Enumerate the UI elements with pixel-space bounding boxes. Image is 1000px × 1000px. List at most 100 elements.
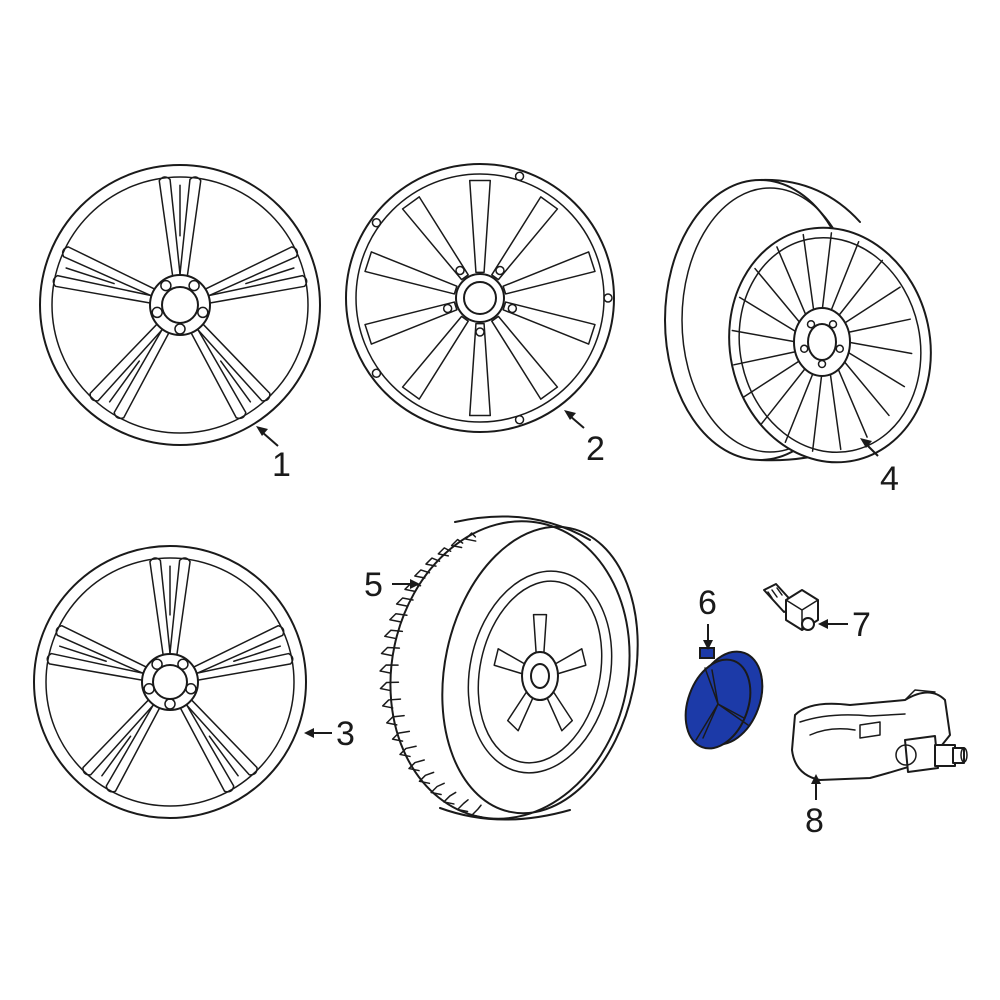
spoke-outline [190,328,247,420]
spoke-outline [52,274,153,304]
spoke-outline [502,251,596,295]
lug-hole [177,658,189,670]
spoke-groove [65,267,115,285]
spoke-groove [245,267,295,285]
spoke-outline [364,301,458,345]
spoke-groove [219,360,252,403]
tpms-sensor-icon [791,689,968,781]
callout-label-1: 1 [272,446,291,484]
lug-hole [442,303,453,314]
bolt-part-7[interactable] [763,583,819,631]
rim-rivet [514,171,525,182]
spoke-line [731,329,798,343]
spoke-line [754,267,803,326]
callout-label-2: 2 [586,430,605,468]
spoke-outline [196,323,271,402]
lug-hole [828,319,838,329]
spoke-outline [468,179,492,274]
spoke-outline [179,176,202,277]
callout-label-6: 6 [698,584,717,622]
spoke-outline [204,246,299,297]
callout-label-3: 3 [336,715,355,753]
tread-mark [386,714,405,726]
tread-mark [379,681,400,692]
lug-hole [475,327,485,337]
spoke-outline [491,196,559,281]
tread-mark [395,597,414,607]
spoke-outline [364,251,458,295]
spoke-line [760,365,808,425]
callout-label-4: 4 [880,460,899,498]
wheel-part-1[interactable] [39,164,321,446]
lug-hole [455,265,465,276]
lug-hole [164,698,176,710]
lug-hole [151,658,163,670]
lug-hole [835,344,845,354]
lug-hole [185,683,197,695]
tread-mark [379,664,399,674]
callout-2: 2 [564,410,605,468]
spoke-outline [502,301,596,345]
callout-label-5: 5 [364,566,383,604]
ten-spoke-alloy-wheel-icon [345,163,615,433]
spoke-line [846,341,913,355]
lug-hole [197,306,209,319]
lug-hole [151,306,163,319]
spoke-line [829,369,842,451]
spoke-outline [195,652,294,681]
tread-mark [430,782,445,796]
spoke-line [802,233,815,315]
callout-3: 3 [304,715,355,753]
lug-hole [174,323,186,335]
lug-hole [507,303,518,314]
spoke-outline [105,703,161,793]
callout-6: 6 [698,584,717,650]
spoke-groove [233,645,281,663]
spoke-line [829,240,860,315]
wheel-part-2[interactable] [345,163,615,433]
spoke-line [845,318,911,334]
spoke-line [738,296,799,334]
spoke-outline [82,699,155,776]
spoke-line [776,246,808,319]
spoke-line [784,369,815,444]
tire-part-5[interactable] [363,499,663,842]
lug-hole [817,359,827,369]
rim-rivet [514,414,525,425]
callout-1: 1 [256,426,291,484]
tread-mark [437,547,452,557]
spoke-outline [46,652,145,681]
spoke-line [733,350,799,366]
tread-mark [381,698,402,709]
spoke-outline [61,246,156,297]
spoke-outline [468,322,492,417]
spoke-line [821,232,833,313]
wheel-part-3[interactable] [33,545,307,819]
tread-mark [391,730,411,742]
center-cap-icon [684,647,764,750]
spoke-outline [192,624,285,675]
spoke-outline [149,557,171,656]
rim-rivet [603,293,613,303]
spoke-line [836,259,884,319]
spoke-outline [185,699,258,776]
callout-label-8: 8 [805,802,824,840]
center-cap-part-6[interactable] [674,642,774,758]
rim-rivet [371,218,382,228]
tire-and-wheel-assembly-icon [379,515,639,821]
spoke-outline [55,624,148,675]
lug-hole [188,279,200,292]
lug-hole [495,265,505,276]
lug-hole [160,279,172,292]
tread-mark [456,799,469,813]
tread-mark [384,629,404,640]
wheel-bolt-icon [763,583,819,631]
lug-hole [799,344,809,354]
tread-mark [443,791,457,805]
tpms-part-8[interactable] [791,689,968,781]
spoke-outline [401,196,469,281]
wheel-part-4[interactable] [664,178,952,481]
spoke-line [841,358,890,417]
spoke-line [836,365,868,438]
